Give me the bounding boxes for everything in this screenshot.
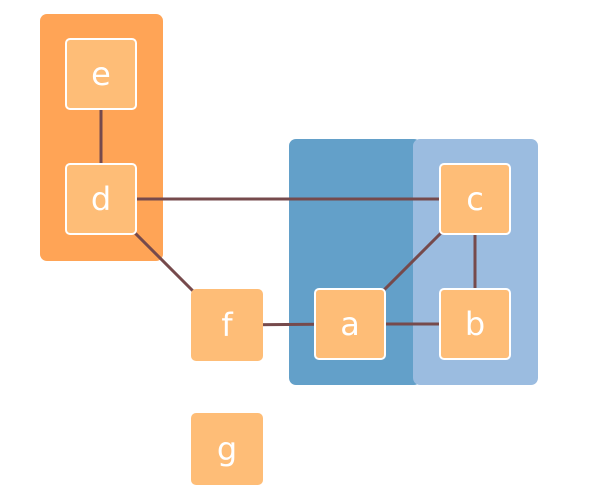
node-a[interactable]: a	[314, 288, 386, 360]
node-f[interactable]: f	[191, 289, 263, 361]
node-c[interactable]: c	[439, 163, 511, 235]
node-b[interactable]: b	[439, 288, 511, 360]
node-g[interactable]: g	[191, 413, 263, 485]
node-d[interactable]: d	[65, 163, 137, 235]
node-e[interactable]: e	[65, 38, 137, 110]
